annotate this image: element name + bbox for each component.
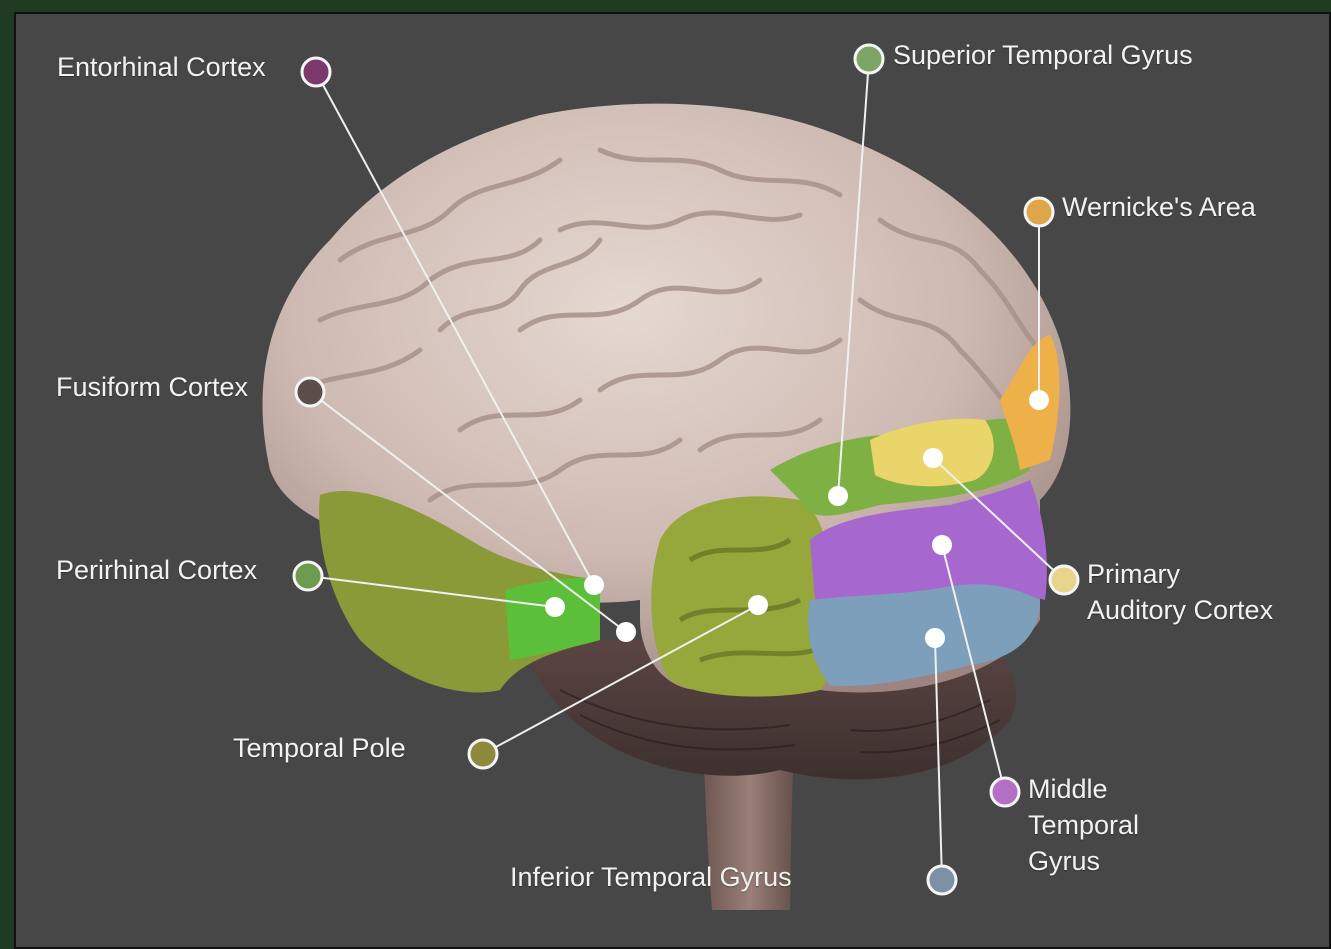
middle-temporal-dot [932,535,952,555]
superior-temporal-dot [828,486,848,506]
entorhinal-dot [584,575,604,595]
entorhinal-cortex-label: Entorhinal Cortex [57,49,266,85]
temporal-pole-label: Temporal Pole [233,730,406,766]
wernicke-marker [1025,198,1053,226]
fusiform-dot [616,622,636,642]
wernicke-dot [1029,390,1049,410]
middle-temporal-marker [991,778,1019,806]
middle-temporal-line-2: Temporal [1028,807,1139,843]
inferior-temporal-gyrus-label: Inferior Temporal Gyrus [510,859,792,895]
perirhinal-cortex-label: Perirhinal Cortex [56,552,257,588]
primary-auditory-line-2: Auditory Cortex [1087,592,1273,628]
primary-auditory-marker [1050,566,1078,594]
temporal-pole-region [651,496,831,696]
primary-auditory-cortex-label: Primary Auditory Cortex [1087,556,1273,628]
primary-auditory-dot [923,448,943,468]
temporal-pole-dot [748,595,768,615]
middle-temporal-line-3: Gyrus [1028,843,1139,879]
wernickes-area-label: Wernicke's Area [1062,189,1256,225]
perirhinal-marker [294,562,322,590]
perirhinal-dot [545,597,565,617]
fusiform-cortex-label: Fusiform Cortex [56,369,248,405]
middle-temporal-gyrus-label: Middle Temporal Gyrus [1028,771,1139,879]
primary-auditory-line-1: Primary [1087,556,1273,592]
inferior-temporal-marker [928,866,956,894]
middle-temporal-line-1: Middle [1028,771,1139,807]
entorhinal-marker [302,58,330,86]
superior-temporal-gyrus-label: Superior Temporal Gyrus [893,37,1193,73]
temporal-pole-marker [469,740,497,768]
fusiform-marker [296,378,324,406]
inferior-temporal-dot [925,628,945,648]
superior-temporal-marker [855,45,883,73]
